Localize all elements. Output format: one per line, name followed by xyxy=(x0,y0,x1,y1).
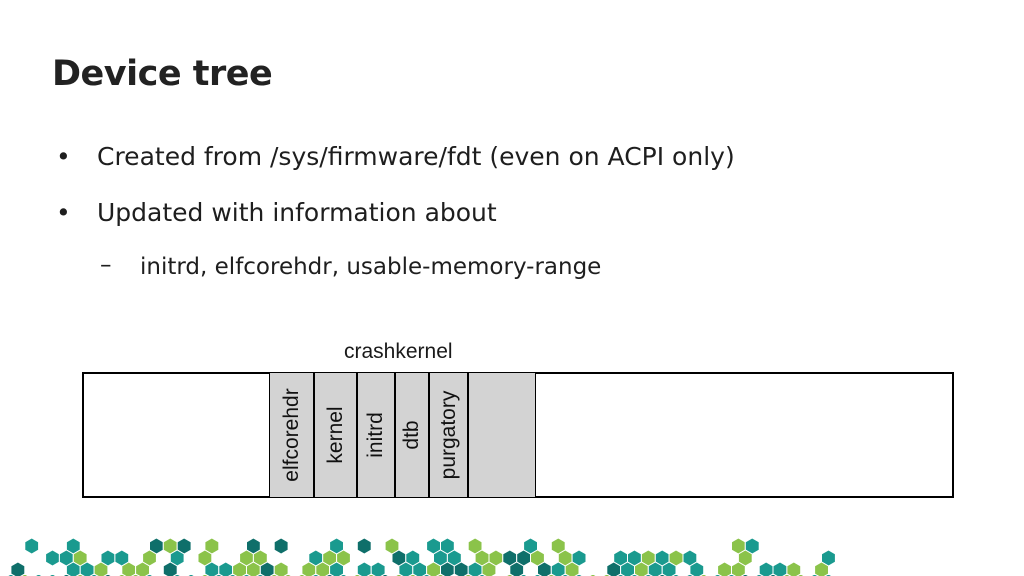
footer-hexagon xyxy=(758,561,774,576)
segment-dtb: dtb xyxy=(395,372,429,498)
footer-hexagon xyxy=(356,538,372,555)
segment-label: elfcorehdr xyxy=(279,388,303,482)
bullet-marker: • xyxy=(56,142,71,171)
slide-title: Device tree xyxy=(52,54,273,94)
footer-hexagon xyxy=(218,561,234,576)
segment-label: purgatory xyxy=(436,390,460,480)
footer-hexagon xyxy=(24,538,40,555)
segment-initrd: initrd xyxy=(357,372,395,498)
segment-free xyxy=(468,372,536,498)
sub-bullet-marker: – xyxy=(100,252,112,278)
footer-hexagon xyxy=(370,561,386,576)
crashkernel-label: crashkernel xyxy=(344,340,453,363)
footer-hexagon xyxy=(10,561,26,576)
footer-hexagon xyxy=(717,561,732,576)
segment-kernel: kernel xyxy=(314,372,357,498)
bullet-marker: • xyxy=(56,198,71,227)
sub-bullet-text: initrd, elfcorehdr, usable-memory-range xyxy=(140,254,602,280)
bullet-text: Updated with information about xyxy=(97,198,497,227)
footer-hexagon xyxy=(772,561,788,576)
footer-hexagon xyxy=(356,561,372,576)
footer-hexagon xyxy=(786,561,802,576)
footer-hexagon xyxy=(273,561,289,576)
hexagon-footer-pattern xyxy=(6,538,836,576)
footer-hexagon xyxy=(273,538,289,555)
footer-hexagon xyxy=(45,549,60,567)
segment-label: kernel xyxy=(323,406,347,464)
segment-label: dtb xyxy=(400,420,423,450)
bullet-text: Created from /sys/firmware/fdt (even on … xyxy=(97,142,735,171)
segment-label: initrd xyxy=(364,412,387,458)
segment-elfcorehdr: elfcorehdr xyxy=(269,372,314,498)
segment-purgatory: purgatory xyxy=(429,372,468,498)
